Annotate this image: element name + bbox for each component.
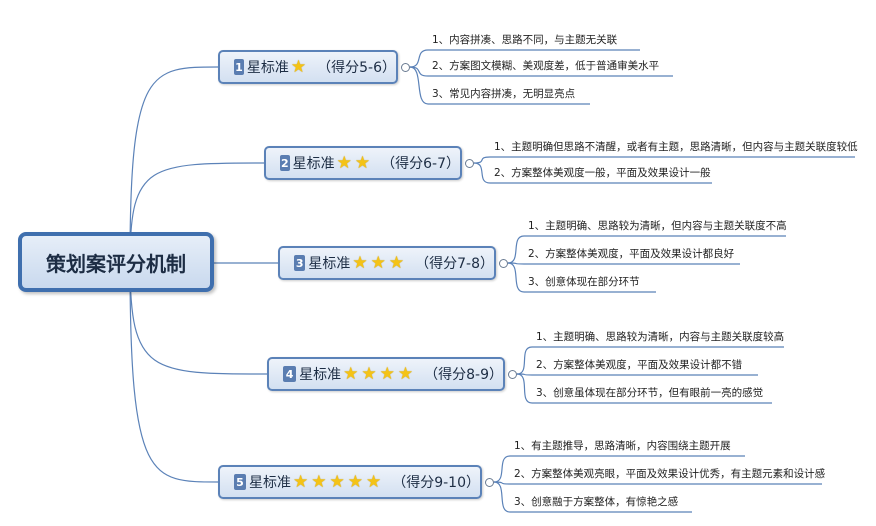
criterion-item[interactable]: 2、方案整体美观度，平面及效果设计都不错 [536,359,743,371]
collapse-toggle-icon[interactable] [485,477,494,487]
star-icon: ★ [388,252,405,273]
star-rating: ★★★★★ [292,471,384,492]
star-icon: ★ [290,56,307,77]
leaf-connector [516,346,533,375]
score-range: （得分8-9） [424,367,503,383]
score-range: （得分7-8） [415,256,494,272]
star-rating: ★ [290,56,309,77]
root-connector [129,162,265,263]
leaf-connector [409,66,429,105]
topic-label: 星标准 [299,367,342,383]
star-rating: ★★★★ [343,363,416,384]
number-badge: 5 [234,474,246,490]
criterion-item[interactable]: 3、创意融于方案整体，有惊艳之感 [514,496,679,508]
criterion-item[interactable]: 1、内容拼凑、思路不同，与主题无关联 [432,34,618,46]
number-badge: 1 [234,59,244,75]
star-icon: ★ [370,252,386,273]
star-icon: ★ [397,363,414,384]
criterion-item[interactable]: 2、方案整体美观度一般，平面及效果设计一般 [494,167,711,179]
topic-label: 星标准 [248,475,291,491]
leaf-connector [516,373,533,404]
star-icon: ★ [352,252,368,273]
star-icon: ★ [292,471,309,492]
score-range: （得分5-6） [317,60,396,76]
root-connector [129,261,268,375]
topic-label: 星标准 [292,156,335,172]
number-badge: 2 [280,155,290,171]
criterion-item[interactable]: 2、方案整体美观度，平面及效果设计都良好 [528,248,735,260]
criterion-item[interactable]: 1、有主题推导，思路清晰，内容围绕主题开展 [514,440,731,452]
criterion-item[interactable]: 1、主题明确、思路较为清晰，内容与主题关联度较高 [536,331,785,343]
star-icon: ★ [379,363,395,384]
criterion-item[interactable]: 1、主题明确但思路不清醒，或者有主题，思路清晰，但内容与主题关联度较低 [494,141,858,153]
criterion-item[interactable]: 2、方案整体美观亮眼，平面及效果设计优秀，有主题元素和设计感 [514,468,826,480]
leaf-connector [507,262,525,293]
collapse-toggle-icon[interactable] [508,369,517,379]
number-badge: 4 [283,366,297,382]
collapse-toggle-icon[interactable] [465,158,474,168]
collapse-toggle-icon[interactable] [401,62,410,72]
criterion-item[interactable]: 3、创意体现在部分环节 [528,276,640,288]
number-badge: 3 [294,255,306,271]
leaf-connector [473,156,491,164]
star-rating: ★★ [336,152,374,173]
topic-label: 星标准 [246,60,289,76]
criterion-item[interactable]: 3、创意虽体现在部分环节，但有眼前一亮的感觉 [536,387,764,399]
criterion-item[interactable]: 3、常见内容拼凑，无明显亮点 [432,88,576,100]
star-rating: ★★★ [352,252,407,273]
leaf-connector [493,455,511,483]
leaf-connector [409,66,429,77]
star-icon: ★ [361,363,377,384]
topic-label: 星标准 [308,256,351,272]
root-label: 策划案评分机制 [46,251,186,276]
star-icon: ★ [311,471,327,492]
star-icon: ★ [347,471,363,492]
star-icon: ★ [343,363,359,384]
leaf-connector [409,49,429,68]
score-range: （得分6-7） [381,156,460,172]
leaf-connector [507,235,525,264]
leaf-connector [473,162,491,184]
root-connector [129,66,219,263]
star-icon: ★ [365,471,382,492]
score-range: （得分9-10） [392,475,480,491]
criterion-item[interactable]: 2、方案图文模糊、美观度差，低于普通审美水平 [432,60,660,72]
leaf-connector [493,481,511,513]
star-icon: ★ [336,152,352,173]
star-icon: ★ [354,152,371,173]
root-topic[interactable]: 策划案评分机制 [18,232,214,292]
criterion-item[interactable]: 1、主题明确、思路较为清晰，但内容与主题关联度不高 [528,220,787,232]
star-icon: ★ [329,471,345,492]
root-connector [129,261,219,483]
collapse-toggle-icon[interactable] [499,258,508,268]
